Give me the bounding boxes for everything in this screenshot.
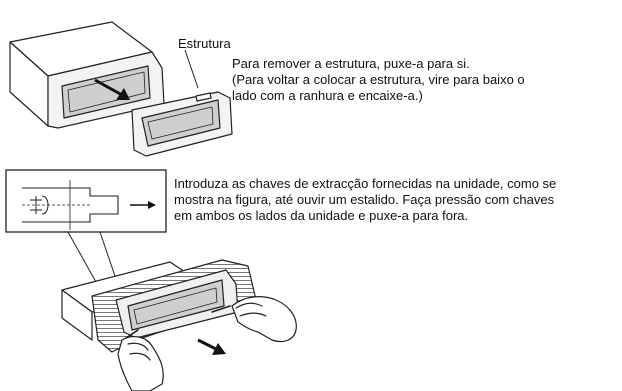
extraction-key-detail	[5, 169, 167, 233]
instruction-line: em ambos os lados da unidade e puxe-a pa…	[174, 208, 469, 223]
frame-label: Estrutura	[178, 36, 231, 51]
instruction-line: mostra na figura, até ouvir um estalido.…	[174, 192, 555, 207]
detached-frame	[131, 91, 233, 157]
hands-icon	[117, 296, 297, 391]
extraction-key-instructions: Introduza as chaves de extracção forneci…	[174, 176, 556, 224]
frame-leader-line	[184, 49, 199, 89]
remove-frame-instructions: Para remover a estrutura, puxe-a para si…	[232, 56, 525, 104]
pull-arrow-icon	[94, 78, 130, 100]
pull-out-arrow-icon	[197, 338, 226, 355]
instruction-line: Para remover a estrutura, puxe-a para si…	[232, 56, 470, 71]
instruction-line: Introduza as chaves de extracção forneci…	[174, 176, 557, 191]
instruction-line: lado com a ranhura e encaixe-a.)	[232, 88, 423, 103]
head-unit-in-sleeve	[61, 259, 257, 353]
instruction-line: (Para voltar a colocar a estrutura, vire…	[232, 72, 525, 87]
